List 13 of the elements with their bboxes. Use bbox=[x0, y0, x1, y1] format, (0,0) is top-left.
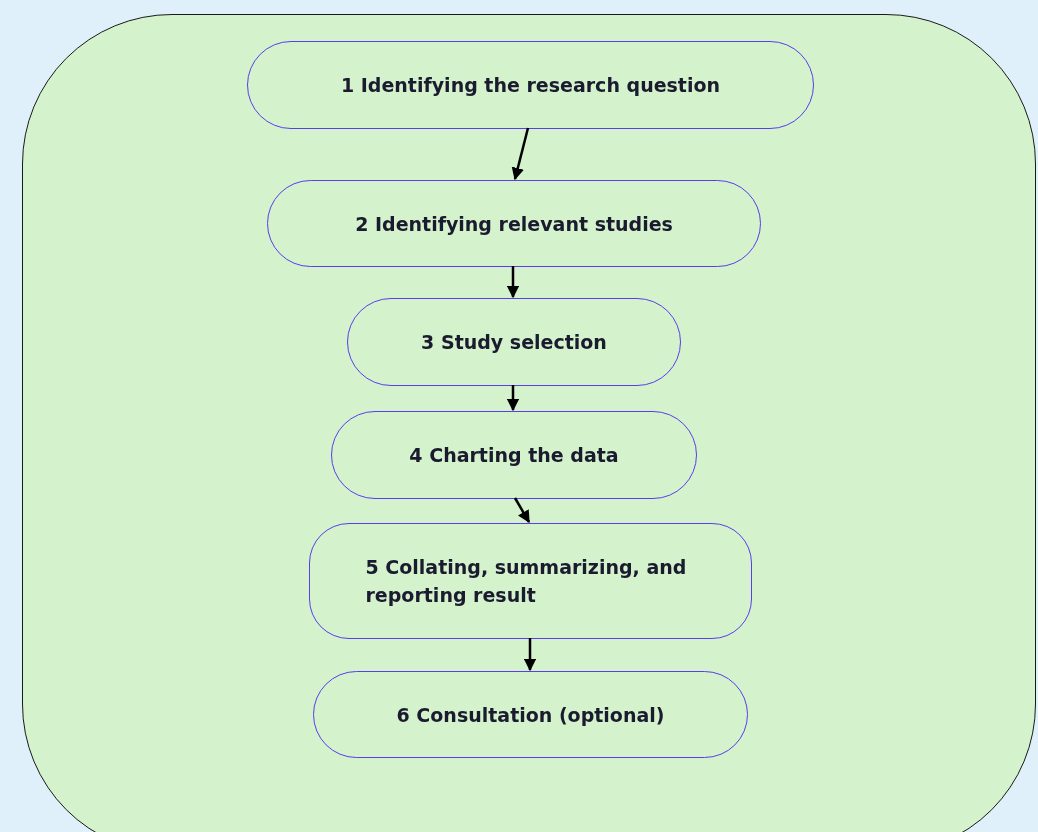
step-label: 4 Charting the data bbox=[408, 443, 620, 468]
step-label: 1 Identifying the research question bbox=[339, 73, 722, 98]
arrow bbox=[511, 127, 530, 181]
step-label: 3 Study selection bbox=[420, 330, 608, 355]
arrow bbox=[523, 638, 537, 672]
process-step bbox=[309, 523, 752, 639]
step-label: 5 Collating, summarizing, and reporting result bbox=[365, 555, 688, 608]
step-label: 2 Identifying relevant studies bbox=[354, 211, 674, 237]
arrow bbox=[513, 497, 531, 524]
arrow bbox=[506, 266, 520, 299]
container-panel bbox=[22, 14, 1036, 832]
arrow bbox=[506, 385, 520, 412]
step-label: 6 Consultation (optional) bbox=[395, 702, 666, 728]
